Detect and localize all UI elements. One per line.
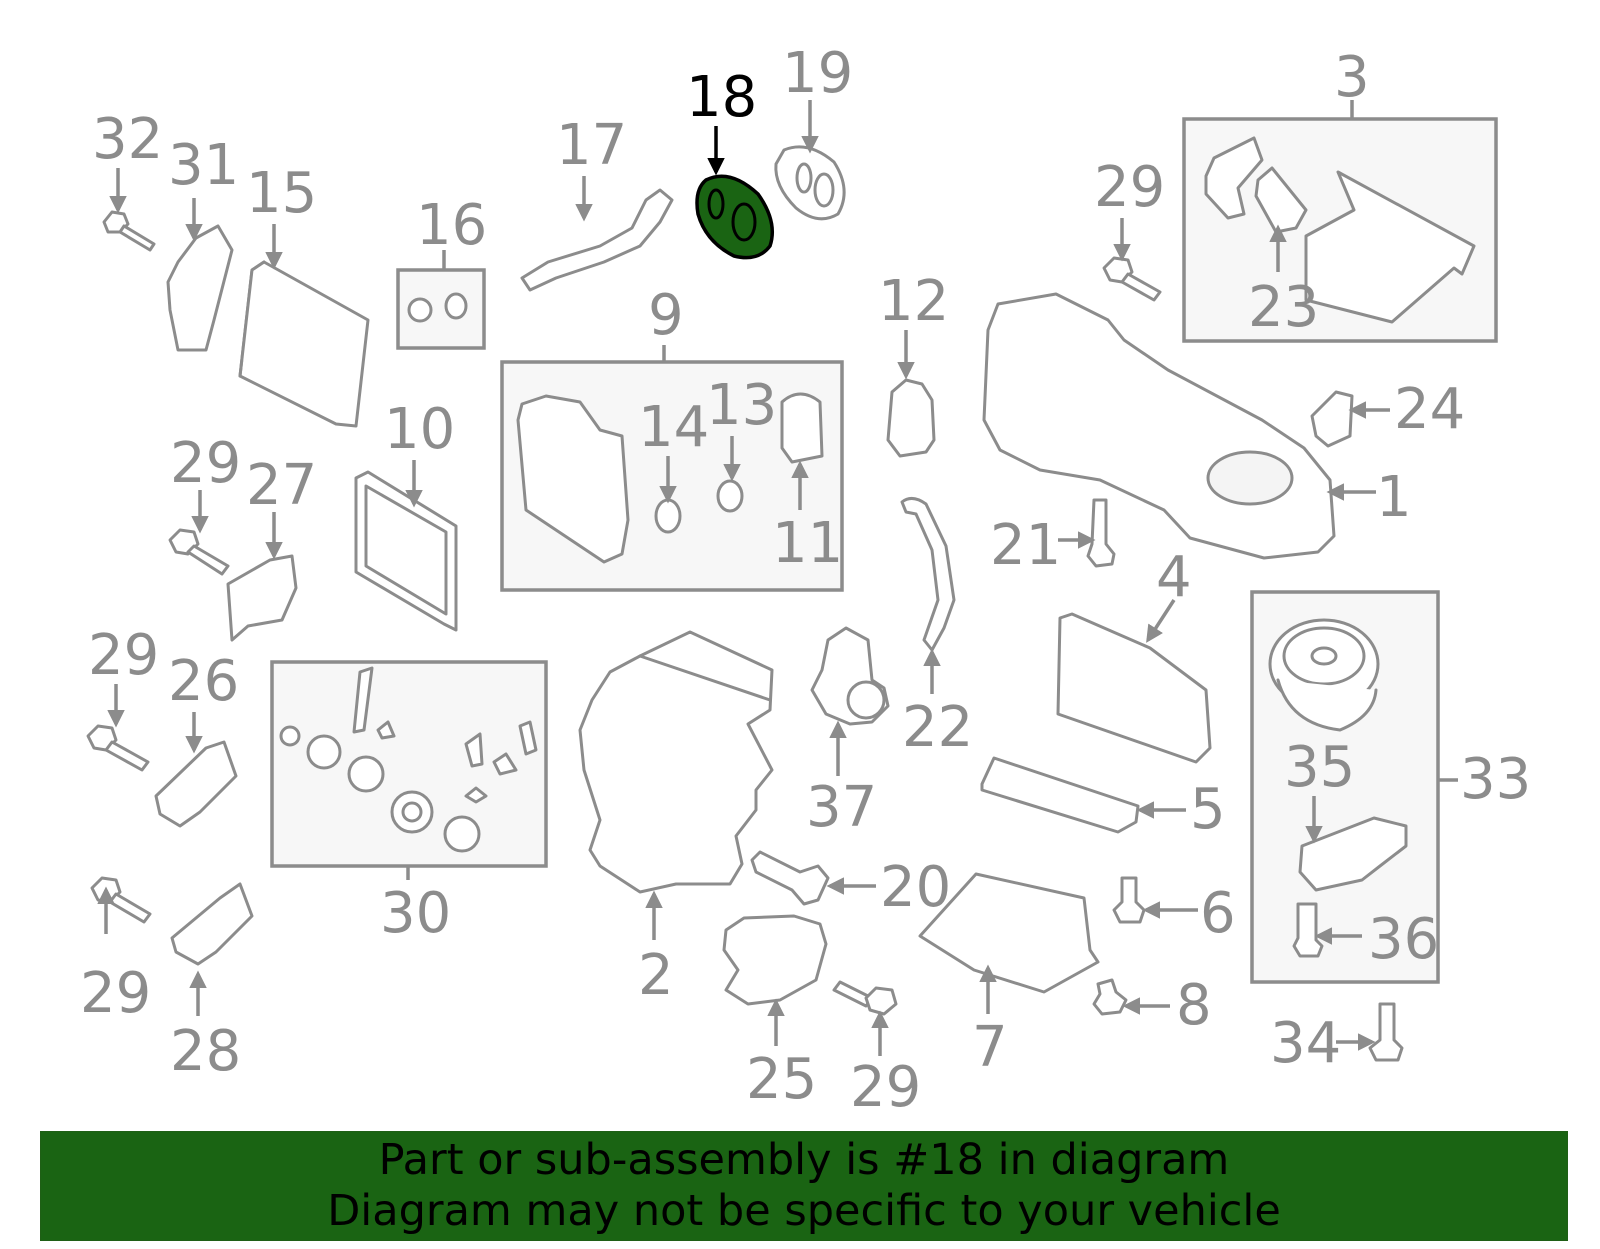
callout-12[interactable]: 12 [878, 269, 949, 334]
part-15-evaporator[interactable] [238, 260, 370, 428]
part-22-drain-tube[interactable] [900, 497, 956, 652]
part-30-kit[interactable] [279, 666, 538, 853]
callout-19[interactable]: 19 [782, 41, 853, 106]
part-17-ac-line[interactable] [520, 188, 674, 292]
callout-9[interactable]: 9 [648, 283, 684, 348]
callout-20[interactable]: 20 [880, 855, 951, 920]
part-34-bolt[interactable] [1368, 1002, 1404, 1062]
part-29-bolt-d[interactable] [1102, 256, 1162, 302]
callout-15[interactable]: 15 [246, 161, 317, 226]
callout-28[interactable]: 28 [170, 1019, 241, 1084]
callout-30[interactable]: 30 [380, 881, 451, 946]
callout-4[interactable]: 4 [1156, 545, 1192, 610]
part-13-oring[interactable] [716, 479, 744, 513]
part-23-duct-b[interactable] [1254, 166, 1308, 234]
callout-2[interactable]: 2 [638, 943, 674, 1008]
part-16-oring-b[interactable] [444, 292, 468, 320]
part-12-sensor[interactable] [886, 378, 936, 458]
callout-35[interactable]: 35 [1284, 735, 1355, 800]
callout-8[interactable]: 8 [1176, 973, 1212, 1038]
banner-line-2: Diagram may not be specific to your vehi… [327, 1186, 1281, 1236]
part-21-plug[interactable] [1086, 498, 1116, 568]
callout-16[interactable]: 16 [416, 193, 487, 258]
callout-29-d[interactable]: 29 [850, 1055, 921, 1120]
callout-13[interactable]: 13 [706, 373, 777, 438]
callout-37[interactable]: 37 [806, 775, 877, 840]
callout-10[interactable]: 10 [384, 397, 455, 462]
part-27-bracket[interactable] [226, 554, 298, 642]
part-25-module[interactable] [722, 914, 828, 1006]
part-6-bolt[interactable] [1112, 876, 1146, 924]
info-banner: Part or sub-assembly is #18 in diagram D… [40, 1131, 1568, 1241]
callout-18[interactable]: 18 [686, 65, 757, 130]
part-26-bracket[interactable] [154, 740, 238, 828]
callout-33[interactable]: 33 [1460, 747, 1531, 812]
callout-21[interactable]: 21 [990, 513, 1061, 578]
part-31-bracket[interactable] [166, 224, 234, 352]
callout-25[interactable]: 25 [746, 1047, 817, 1112]
callout-7[interactable]: 7 [972, 1015, 1008, 1080]
part-35-resistor[interactable] [1298, 816, 1408, 892]
part-2-case[interactable] [578, 630, 774, 894]
part-28-bracket[interactable] [170, 882, 254, 966]
callout-34[interactable]: 34 [1270, 1011, 1341, 1076]
callout-29-top[interactable]: 29 [1094, 155, 1165, 220]
callout-27[interactable]: 27 [246, 453, 317, 518]
callout-26[interactable]: 26 [168, 649, 239, 714]
part-14-oring[interactable] [654, 498, 682, 534]
leader-lines [97, 100, 1458, 1056]
callout-17[interactable]: 17 [556, 113, 627, 178]
part-33-blower-motor[interactable] [1268, 618, 1380, 732]
part-8-pin[interactable] [1092, 978, 1128, 1016]
part-11-cap[interactable] [780, 392, 824, 464]
callout-24[interactable]: 24 [1394, 377, 1465, 442]
part-5-strip[interactable] [980, 756, 1140, 834]
part-9-heater-core[interactable] [516, 394, 630, 564]
part-19-gasket[interactable] [774, 145, 846, 221]
callout-1[interactable]: 1 [1376, 465, 1412, 530]
callout-3[interactable]: 3 [1334, 45, 1370, 110]
callout-6[interactable]: 6 [1200, 881, 1236, 946]
callout-36[interactable]: 36 [1368, 907, 1439, 972]
part-16-oring-a[interactable] [407, 297, 433, 323]
part-32-bolt[interactable] [102, 210, 156, 252]
callout-29-c[interactable]: 29 [80, 961, 151, 1026]
callout-29-b[interactable]: 29 [88, 623, 159, 688]
callout-29-a[interactable]: 29 [170, 431, 241, 496]
callout-5[interactable]: 5 [1190, 777, 1226, 842]
part-29-bolt-b[interactable] [86, 724, 150, 772]
part-29-bolt-c[interactable] [90, 876, 152, 924]
callout-23[interactable]: 23 [1248, 275, 1319, 340]
banner-line-1: Part or sub-assembly is #18 in diagram [378, 1135, 1230, 1185]
part-24-clip[interactable] [1310, 390, 1354, 448]
callout-14[interactable]: 14 [638, 395, 709, 460]
part-29-bolt-a[interactable] [168, 528, 230, 576]
callout-31[interactable]: 31 [168, 133, 239, 198]
part-18-seal[interactable] [695, 174, 774, 260]
part-29-bolt-e[interactable] [832, 980, 898, 1016]
callout-11[interactable]: 11 [772, 511, 843, 576]
callout-32[interactable]: 32 [92, 107, 163, 172]
part-3-panel[interactable] [1304, 170, 1476, 324]
callout-22[interactable]: 22 [902, 695, 973, 760]
part-3-duct-a[interactable] [1204, 136, 1264, 220]
part-4-cabin-filter[interactable] [1056, 612, 1212, 764]
part-20-sensor[interactable] [750, 850, 830, 906]
callout-labels: 32 31 15 16 17 18 19 29 3 23 9 12 24 14 … [80, 41, 1531, 1120]
